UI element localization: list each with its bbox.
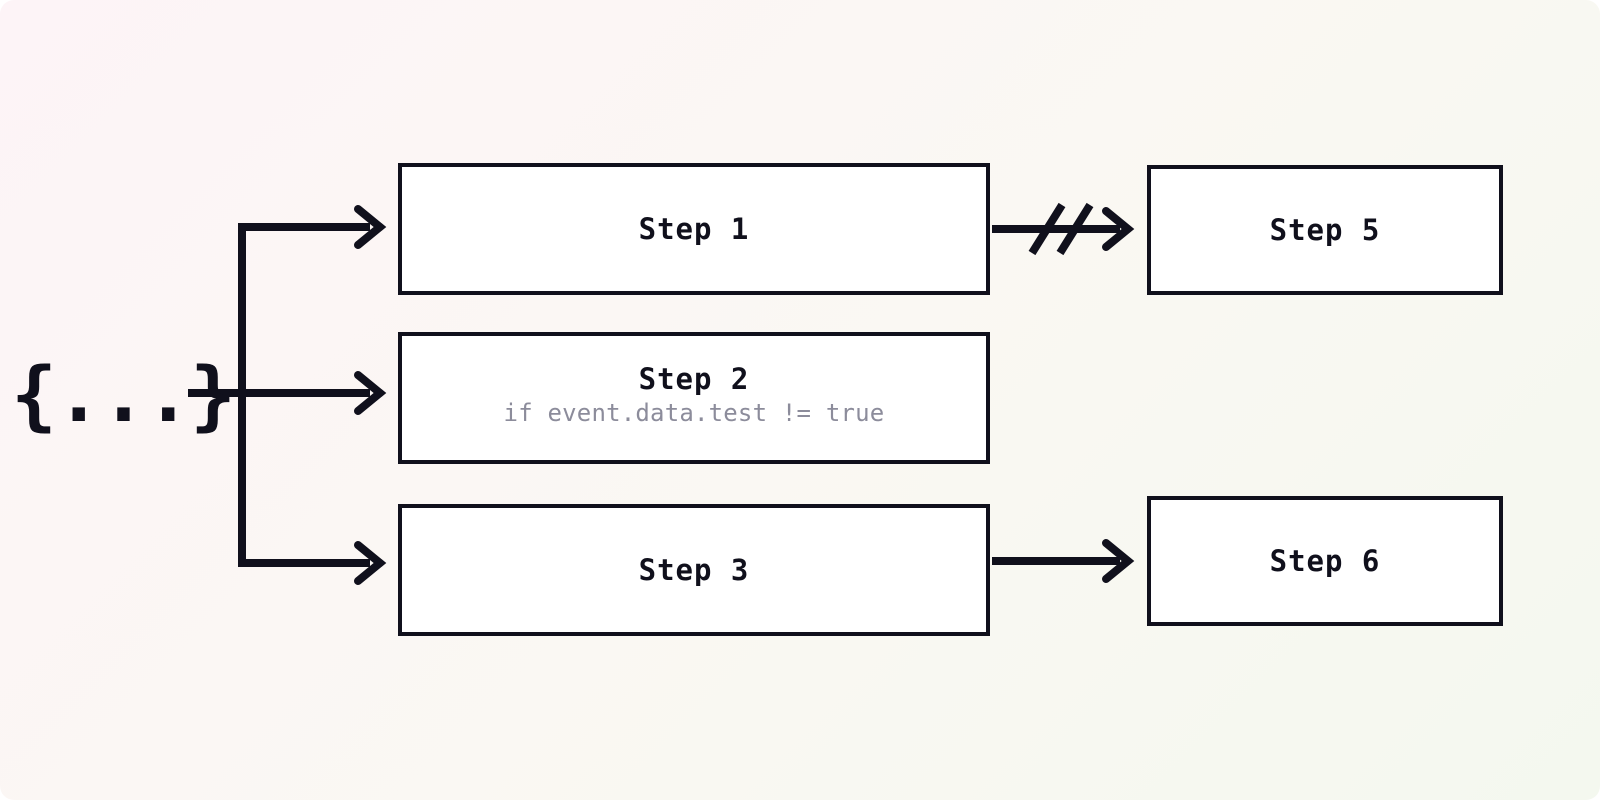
node-step6[interactable]: Step 6 — [1147, 496, 1503, 626]
node-step3-title: Step 3 — [638, 552, 750, 587]
edge-source-to-step1 — [238, 205, 387, 249]
broken-edge-slash-marks — [1028, 202, 1094, 256]
node-step2-title: Step 2 — [638, 362, 750, 397]
edge-step1-to-step5-broken — [992, 202, 1135, 256]
node-step1-title: Step 1 — [638, 211, 750, 246]
edge-step3-to-step6 — [992, 539, 1135, 583]
node-step6-title: Step 6 — [1269, 543, 1381, 578]
node-step3[interactable]: Step 3 — [398, 504, 990, 636]
node-step2[interactable]: Step 2 if event.data.test != true — [398, 332, 990, 464]
node-step1[interactable]: Step 1 — [398, 163, 990, 295]
edge-source-to-step2 — [242, 371, 387, 415]
json-braces-icon: {...} — [11, 350, 236, 439]
edge-source-to-step3 — [238, 541, 387, 585]
node-step2-condition: if event.data.test != true — [503, 398, 885, 427]
node-step5[interactable]: Step 5 — [1147, 165, 1503, 295]
node-step5-title: Step 5 — [1269, 212, 1381, 247]
source-event-node[interactable]: {...} — [11, 340, 236, 450]
